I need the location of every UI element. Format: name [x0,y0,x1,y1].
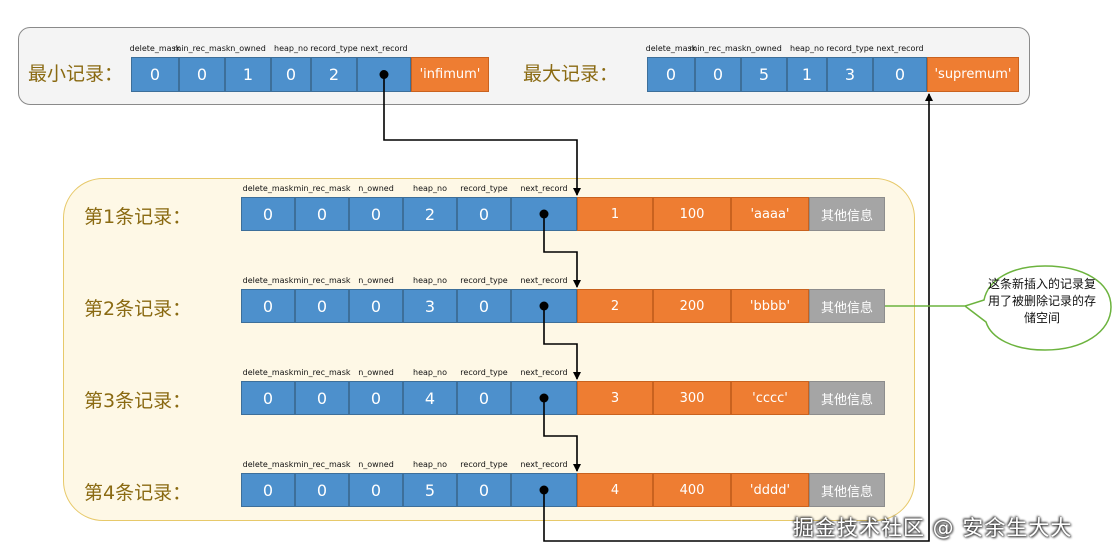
field-n-owned-cell: 5 [741,57,787,92]
field-header-record-type: record_type [826,44,874,53]
field-header-delete-mask: delete_mask [242,368,294,377]
field-header-next-record: next_record [360,44,408,53]
record-data-cell: 200 [653,289,731,323]
callout-text: 这条新插入的记录复用了被删除记录的存储空间 [987,277,1096,325]
field-header-record-type: record_type [460,368,508,377]
callout-bubble [965,265,1112,351]
field-header-n-owned: n_owned [358,460,394,469]
top-record-label: 最大记录： [523,63,619,85]
field-header-n-owned: n_owned [358,276,394,285]
field-min-rec-mask-cell: 0 [295,197,349,231]
field-heap-no-cell: 3 [403,289,457,323]
field-delete-mask-cell: 0 [241,473,295,507]
record-data-cell: 4 [577,473,653,507]
field-header-delete-mask: delete_mask [129,44,181,53]
field-heap-no-cell: 0 [271,57,311,92]
field-n-owned-cell: 0 [349,289,403,323]
field-next-record-cell: 0 [873,57,927,92]
field-min-rec-mask-cell: 0 [295,381,349,415]
field-header-min-rec-mask: min_rec_mask [293,276,351,285]
field-header-min-rec-mask: min_rec_mask [293,184,351,193]
field-header-delete-mask: delete_mask [242,184,294,193]
field-min-rec-mask-cell: 0 [295,473,349,507]
record-label: 第2条记录： [84,298,192,320]
field-header-min-rec-mask: min_rec_mask [293,460,351,469]
record-name-cell: 'infimum' [411,57,489,92]
field-header-min-rec-mask: min_rec_mask [173,44,231,53]
field-header-record-type: record_type [310,44,358,53]
field-next-record-cell [511,473,577,507]
field-delete-mask-cell: 0 [131,57,179,92]
field-header-delete-mask: delete_mask [242,276,294,285]
field-header-n-owned: n_owned [358,368,394,377]
field-header-next-record: next_record [876,44,924,53]
field-delete-mask-cell: 0 [647,57,695,92]
field-next-record-cell [511,289,577,323]
field-next-record-cell [511,381,577,415]
field-heap-no-cell: 2 [403,197,457,231]
field-n-owned-cell: 1 [225,57,271,92]
record-data-cell: 'cccc' [731,381,809,415]
other-info-cell: 其他信息 [809,381,885,415]
field-header-record-type: record_type [460,276,508,285]
field-header-heap-no: heap_no [790,44,824,53]
field-header-n-owned: n_owned [230,44,266,53]
field-delete-mask-cell: 0 [241,289,295,323]
field-next-record-cell [511,197,577,231]
field-n-owned-cell: 0 [349,197,403,231]
record-label: 第3条记录： [84,390,192,412]
record-data-cell: 'aaaa' [731,197,809,231]
field-header-min-rec-mask: min_rec_mask [293,368,351,377]
other-info-cell: 其他信息 [809,289,885,323]
field-record-type-cell: 0 [457,381,511,415]
other-info-cell: 其他信息 [809,473,885,507]
field-min-rec-mask-cell: 0 [295,289,349,323]
field-delete-mask-cell: 0 [241,381,295,415]
other-info-cell: 其他信息 [809,197,885,231]
field-header-heap-no: heap_no [413,276,447,285]
field-header-next-record: next_record [520,276,568,285]
field-header-heap-no: heap_no [413,368,447,377]
field-min-rec-mask-cell: 0 [179,57,225,92]
field-record-type-cell: 0 [457,197,511,231]
field-header-min-rec-mask: min_rec_mask [689,44,747,53]
field-record-type-cell: 0 [457,289,511,323]
field-header-heap-no: heap_no [274,44,308,53]
top-record-label: 最小记录： [28,63,124,85]
field-next-record-cell [357,57,411,92]
field-header-heap-no: heap_no [413,460,447,469]
record-label: 第4条记录： [84,482,192,504]
record-data-cell: 3 [577,381,653,415]
field-n-owned-cell: 0 [349,473,403,507]
field-heap-no-cell: 5 [403,473,457,507]
record-data-cell: 400 [653,473,731,507]
record-data-cell: 2 [577,289,653,323]
field-n-owned-cell: 0 [349,381,403,415]
field-header-n-owned: n_owned [746,44,782,53]
field-header-next-record: next_record [520,184,568,193]
record-label: 第1条记录： [84,206,192,228]
field-min-rec-mask-cell: 0 [695,57,741,92]
field-heap-no-cell: 4 [403,381,457,415]
watermark: 掘金技术社区 @ 安余生大大 [793,516,1073,540]
field-record-type-cell: 0 [457,473,511,507]
field-header-delete-mask: delete_mask [645,44,697,53]
field-header-next-record: next_record [520,460,568,469]
record-data-cell: 'dddd' [731,473,809,507]
field-header-n-owned: n_owned [358,184,394,193]
field-record-type-cell: 2 [311,57,357,92]
field-header-record-type: record_type [460,460,508,469]
record-data-cell: 'bbbb' [731,289,809,323]
field-delete-mask-cell: 0 [241,197,295,231]
field-record-type-cell: 3 [827,57,873,92]
field-header-delete-mask: delete_mask [242,460,294,469]
record-data-cell: 100 [653,197,731,231]
field-heap-no-cell: 1 [787,57,827,92]
field-header-next-record: next_record [520,368,568,377]
record-data-cell: 300 [653,381,731,415]
record-data-cell: 1 [577,197,653,231]
record-name-cell: 'supremum' [927,57,1019,92]
